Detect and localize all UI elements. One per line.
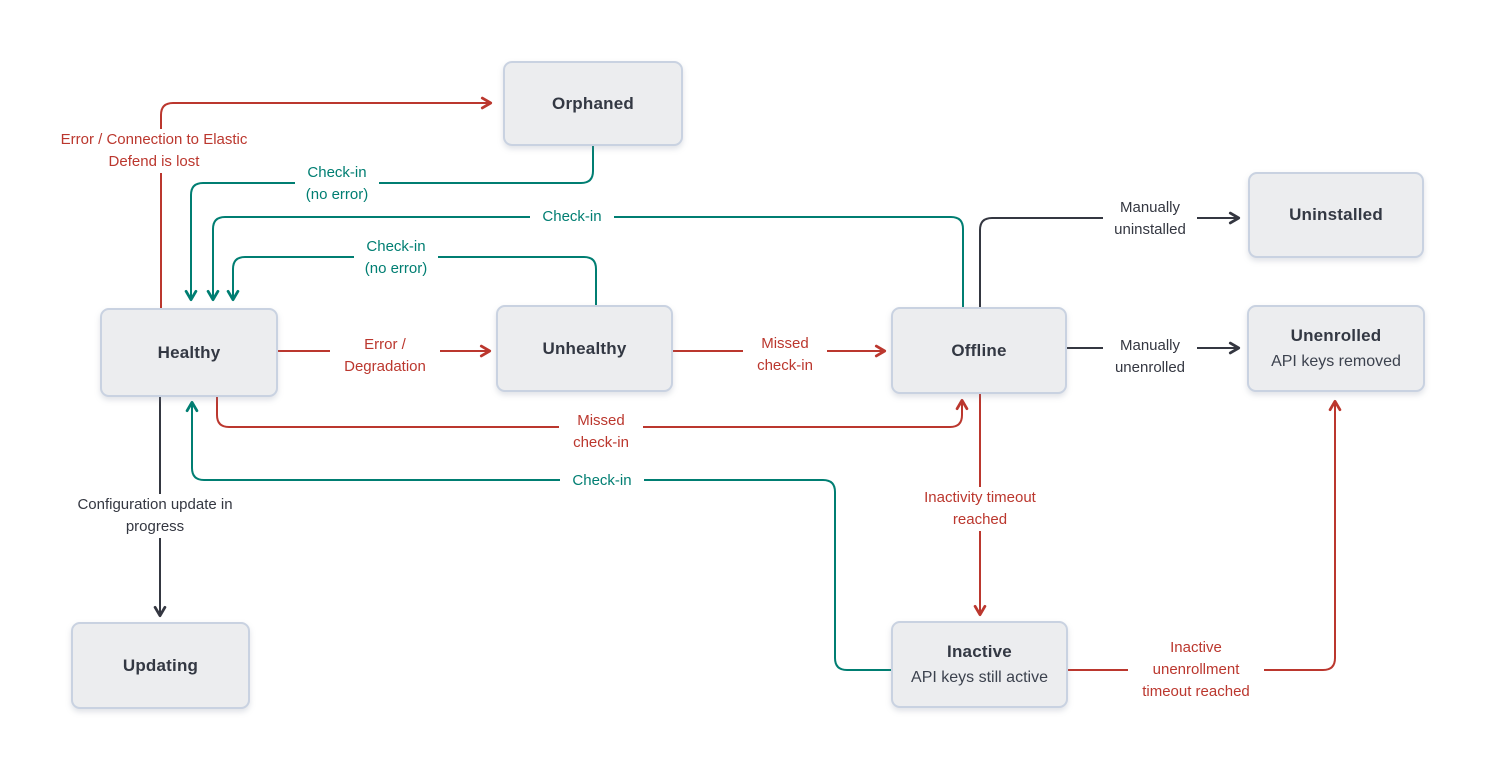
node-unenrolled-sublabel: API keys removed [1271, 353, 1401, 370]
node-inactive-label: Inactive [947, 642, 1012, 661]
edge-label-configuration-update: Configuration update in progress [73, 494, 237, 538]
edge-healthy-orphaned-path [160, 96, 493, 308]
edge-label-missed-checkin-unhealthy: Missed check-in [743, 333, 827, 377]
edge-label-checkin-no-error-unhealthy: Check-in (no error) [354, 236, 438, 280]
edge-label-checkin-offline: Check-in [530, 206, 614, 228]
node-orphaned: Orphaned [503, 61, 683, 146]
node-updating-label: Updating [122, 655, 199, 675]
node-offline-label: Offline [951, 340, 1007, 360]
node-offline: Offline [891, 307, 1067, 394]
node-unenrolled-label: Unenrolled [1290, 326, 1382, 345]
node-healthy-label: Healthy [157, 342, 221, 362]
edge-label-error-degradation: Error / Degradation [330, 334, 440, 378]
node-uninstalled-label: Uninstalled [1289, 205, 1383, 224]
edge-offline-healthy-path [206, 216, 964, 307]
edge-label-inactive-unenrollment-timeout: Inactive unenrollment timeout reached [1128, 637, 1264, 703]
edge-label-manually-uninstalled: Manually uninstalled [1103, 197, 1197, 241]
node-unhealthy: Unhealthy [496, 305, 673, 392]
node-orphaned-label: Orphaned [552, 93, 634, 113]
node-unenrolled: Unenrolled API keys removed [1247, 305, 1425, 392]
node-unhealthy-label: Unhealthy [542, 338, 627, 358]
edge-inactive-unenrolled-path [1068, 399, 1342, 671]
edge-label-checkin-no-error-orphaned: Check-in (no error) [295, 162, 379, 206]
node-uninstalled: Uninstalled [1248, 172, 1424, 258]
node-inactive: Inactive API keys still active [891, 621, 1068, 708]
edge-label-manually-unenrolled: Manually unenrolled [1103, 335, 1197, 379]
node-healthy: Healthy [100, 308, 278, 397]
node-updating: Updating [71, 622, 250, 709]
edge-orphaned-healthy-path [184, 146, 594, 302]
edge-label-error-connection-lost: Error / Connection to Elastic Defend is … [56, 129, 252, 173]
edge-offline-uninstalled-path [979, 211, 1241, 307]
edge-label-missed-checkin-healthy: Missed check-in [559, 410, 643, 454]
edge-label-checkin-inactive: Check-in [560, 470, 644, 492]
edge-label-inactivity-timeout: Inactivity timeout reached [905, 487, 1055, 531]
edge-inactive-healthy-path [185, 400, 891, 671]
node-inactive-sublabel: API keys still active [911, 669, 1048, 686]
